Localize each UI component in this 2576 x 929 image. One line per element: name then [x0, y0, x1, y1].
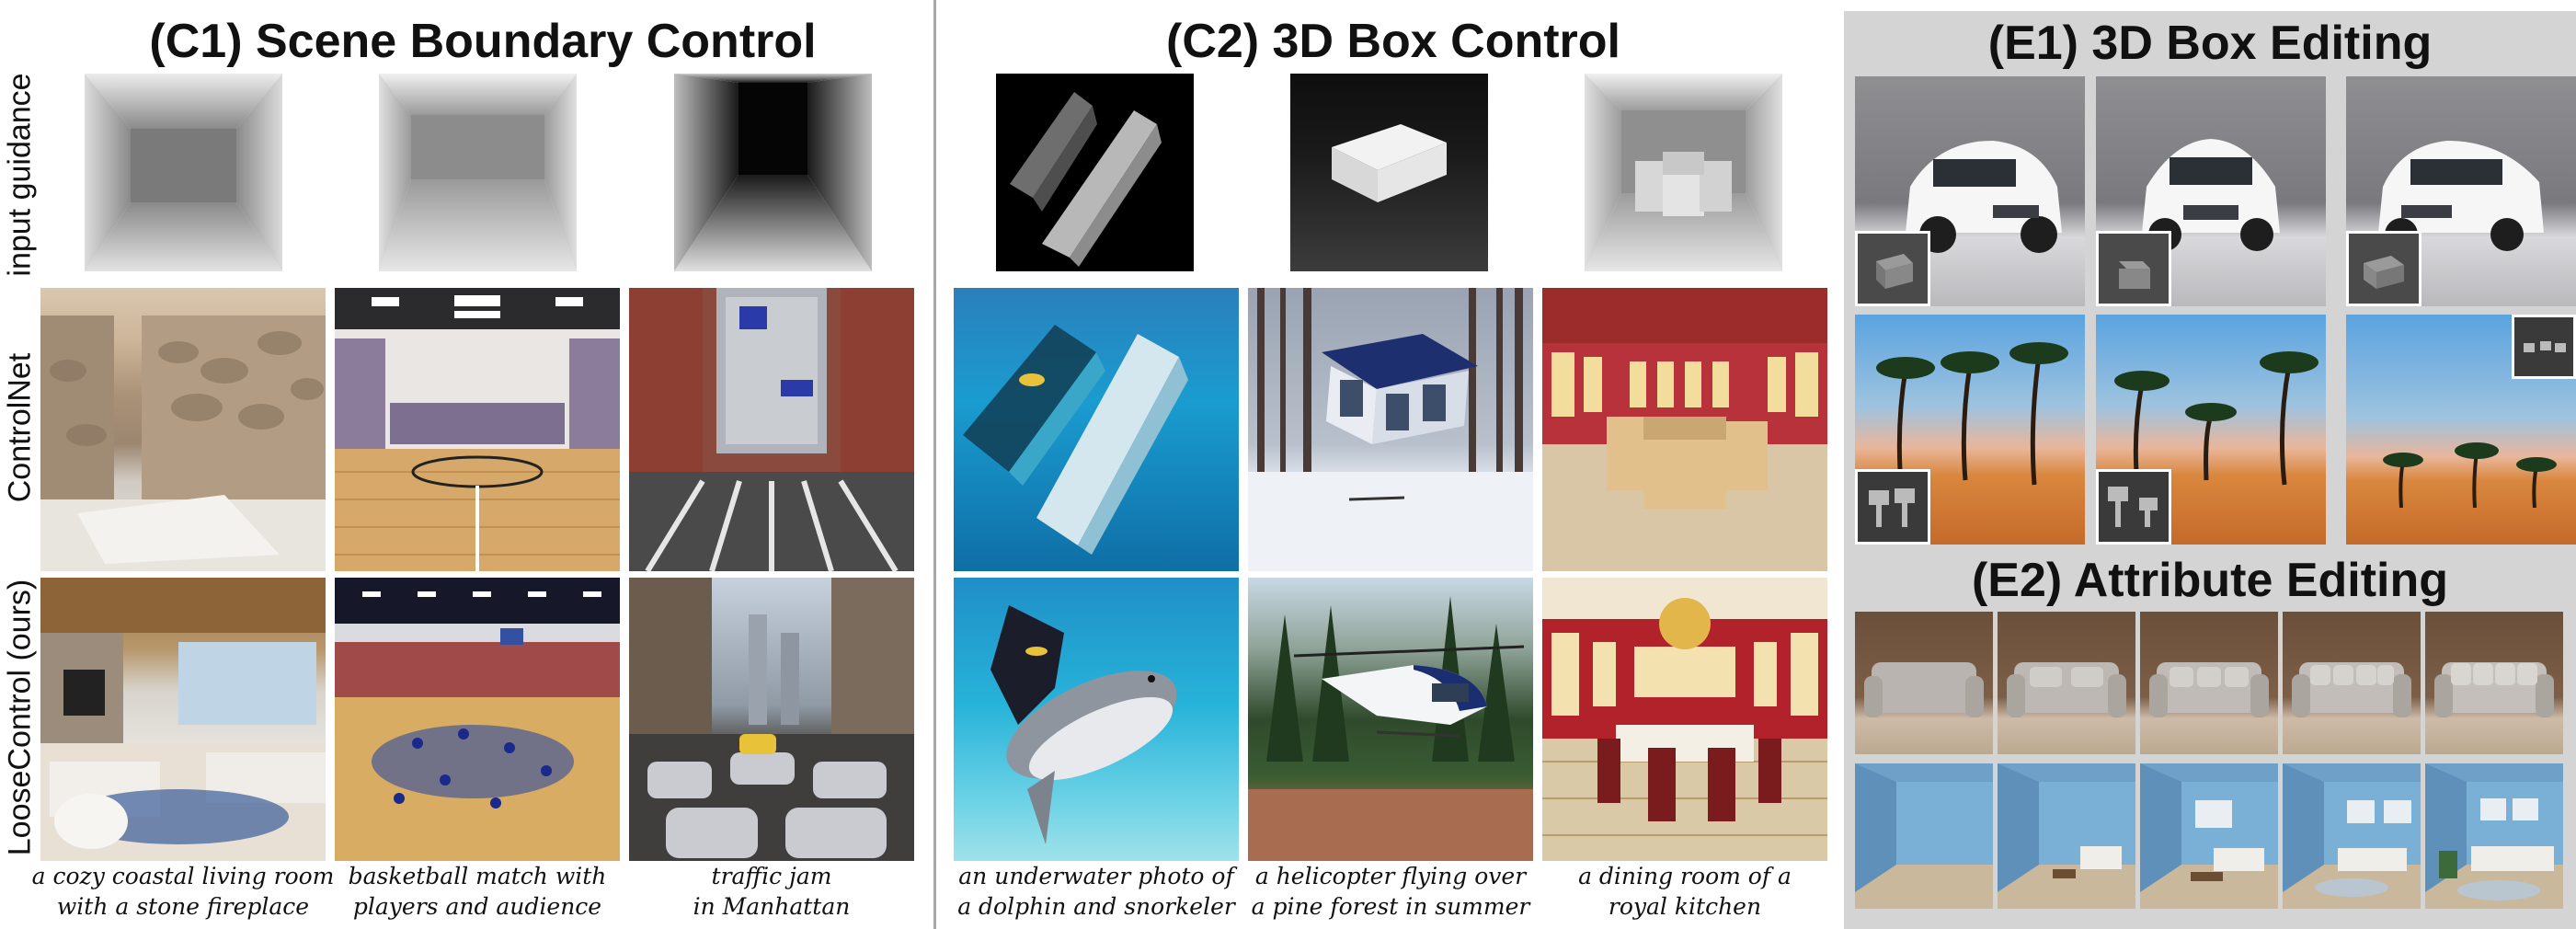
- c1-ours-traffic-jam: [629, 578, 914, 861]
- c2-ours-dolphin-snorkeler: [954, 578, 1239, 861]
- caption-line: in Manhattan: [693, 893, 851, 920]
- caption-dolphin: an underwater photo of a dolphin and sno…: [945, 861, 1248, 922]
- caption-line: royal kitchen: [1608, 893, 1762, 920]
- c1-ours-living-room: [40, 578, 326, 861]
- c2-controlnet-helicopter: [1248, 288, 1533, 571]
- c2-guidance-image-3: [1585, 74, 1782, 271]
- caption-line: a pine forest in summer: [1251, 893, 1530, 920]
- e2-sofa-variant-5: [2425, 612, 2563, 754]
- section-divider: [933, 0, 936, 929]
- row-label-controlnet: ControlNet: [2, 352, 38, 503]
- e1-palm-inset-1: [1855, 469, 1930, 545]
- e2-room-variant-5: [2425, 763, 2563, 909]
- e2-section-title: (E2) Attribute Editing: [1971, 554, 2449, 607]
- caption-helicopter: a helicopter flying over a pine forest i…: [1239, 861, 1542, 922]
- c2-ours-helicopter-forest: [1248, 578, 1533, 861]
- caption-line: a helicopter flying over: [1254, 863, 1527, 889]
- e2-sofa-variant-1: [1855, 612, 1993, 754]
- e1-palm-inset-2: [2096, 469, 2171, 545]
- e2-room-variant-4: [2283, 763, 2421, 909]
- e1-palm-inset-3: [2512, 315, 2576, 379]
- caption-line: a cozy coastal living room: [31, 863, 335, 889]
- row-label-loosecontrol: LooseControl (ours): [2, 579, 38, 856]
- e1-palm-beach-edit-1: [1855, 315, 2085, 545]
- caption-basketball: basketball match with players and audien…: [326, 861, 629, 922]
- e2-sofa-variant-3: [2140, 612, 2278, 754]
- caption-line: basketball match with: [348, 863, 607, 889]
- e1-car-edit-3: [2346, 76, 2576, 306]
- c1-controlnet-living-room: [40, 288, 326, 571]
- caption-line: a dining room of a: [1578, 863, 1792, 889]
- e1-box-inset-3: [2346, 231, 2421, 306]
- c1-section-title: (C1) Scene Boundary Control: [149, 15, 817, 68]
- c2-ours-royal-dining-room: [1542, 578, 1827, 861]
- e2-room-variant-3: [2140, 763, 2278, 909]
- caption-line: traffic jam: [711, 863, 832, 889]
- c1-ours-basketball-match: [335, 578, 620, 861]
- c2-guidance-image-1: [996, 74, 1194, 271]
- e2-sofa-variant-4: [2283, 612, 2421, 754]
- e1-section-title: (E1) 3D Box Editing: [1987, 17, 2433, 70]
- e1-car-edit-2: [2096, 76, 2326, 306]
- caption-line: a dolphin and snorkeler: [957, 893, 1235, 920]
- e2-room-variant-2: [1998, 763, 2135, 909]
- c2-guidance-image-2: [1290, 74, 1488, 271]
- e1-car-edit-1: [1855, 76, 2085, 306]
- e1-box-inset-1: [1855, 231, 1930, 306]
- c1-guidance-image-1: [85, 74, 282, 271]
- c1-guidance-image-2: [379, 74, 577, 271]
- c1-guidance-image-3: [674, 74, 872, 271]
- c2-controlnet-dining-room: [1542, 288, 1827, 571]
- caption-line: players and audience: [352, 893, 602, 920]
- e1-palm-beach-edit-2: [2096, 315, 2326, 545]
- e2-room-variant-1: [1855, 763, 1993, 909]
- caption-living-room: a cozy coastal living room with a stone …: [31, 861, 335, 922]
- e2-sofa-variant-2: [1998, 612, 2135, 754]
- c1-controlnet-city-alley: [629, 288, 914, 571]
- caption-dining-room: a dining room of a royal kitchen: [1533, 861, 1837, 922]
- c2-section-title: (C2) 3D Box Control: [1166, 15, 1620, 68]
- row-label-input-guidance: input guidance: [2, 73, 38, 277]
- e1-box-inset-2: [2096, 231, 2171, 306]
- caption-traffic: traffic jam in Manhattan: [620, 861, 923, 922]
- e1-palm-beach-edit-3: [2346, 315, 2576, 545]
- caption-line: with a stone fireplace: [56, 893, 310, 920]
- caption-line: an underwater photo of: [958, 863, 1234, 889]
- c1-controlnet-basketball-court: [335, 288, 620, 571]
- c2-controlnet-underwater: [954, 288, 1239, 571]
